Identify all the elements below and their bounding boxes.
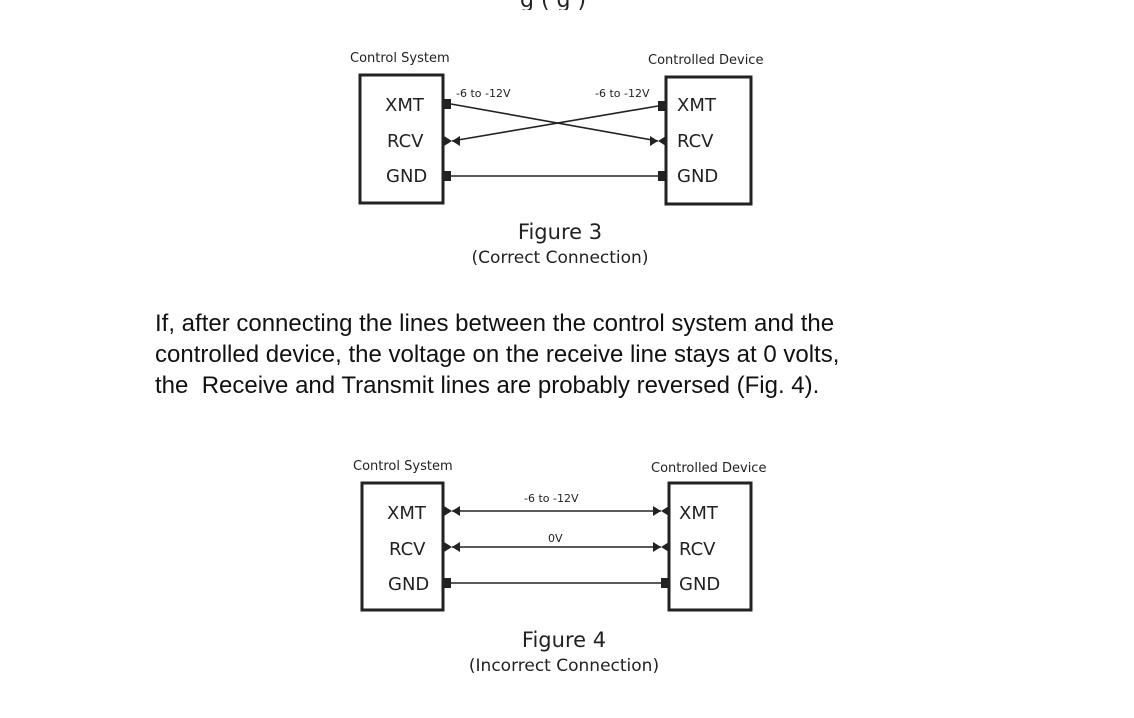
paragraph-line: If, after connecting the lines between t…: [155, 310, 835, 337]
fig3-left-pin-xmt: XMT: [385, 95, 425, 116]
fig4-left-pin-rcv: RCV: [389, 539, 426, 560]
fig3-caption: Figure 3 (Correct Connection): [440, 218, 680, 270]
fig3-right-gnd-terminal: [658, 171, 666, 181]
fig3-caption-title: Figure 3: [517, 220, 603, 244]
fig3-left-title: Control System: [350, 51, 450, 66]
paragraph-line: the Receive and Transmit lines are proba…: [155, 372, 820, 399]
fig3-left-gnd-terminal: [444, 171, 451, 181]
figure-3: Control System Controlled Device XMT RCV…: [0, 0, 1134, 290]
fig4-left-xmt-terminal: [444, 506, 452, 516]
fig4-caption-subtitle: (Incorrect Connection): [468, 656, 660, 676]
fig3-left-pin-gnd: GND: [386, 166, 427, 187]
figure-3-diagram: Control System Controlled Device XMT RCV…: [350, 51, 763, 206]
fig4-right-title: Controlled Device: [651, 461, 766, 476]
fig4-left-title: Control System: [353, 459, 453, 474]
cut-off-heading: g ( g ): [520, 0, 720, 10]
fig4-top-voltage-label: -6 to -12V: [524, 492, 579, 505]
fig4-right-pin-xmt: XMT: [679, 503, 719, 524]
fig4-control-system-box: [360, 481, 445, 612]
fig3-xmt-to-rcv-line: [450, 103, 659, 142]
fig3-left-voltage-label: -6 to -12V: [456, 87, 511, 100]
fig4-right-pin-rcv: RCV: [679, 539, 716, 560]
fig4-caption: Figure 4 (Incorrect Connection): [440, 626, 688, 678]
fig4-right-gnd-terminal: [661, 578, 669, 588]
fig4-left-rcv-terminal: [444, 542, 452, 552]
fig4-left-pin-xmt: XMT: [387, 503, 427, 524]
fig4-left-gnd-terminal: [444, 578, 451, 588]
fig3-right-pin-xmt: XMT: [677, 95, 717, 116]
fig3-rcv-to-xmt-line: [451, 105, 659, 142]
paragraph-line: controlled device, the voltage on the re…: [155, 341, 840, 368]
figure-4: Control System Controlled Device XMT RCV…: [0, 440, 1134, 718]
fig3-caption-subtitle: (Correct Connection): [471, 248, 649, 268]
figure-4-diagram: Control System Controlled Device XMT RCV…: [353, 459, 766, 612]
fig3-left-rcv-terminal: [444, 136, 452, 146]
fig3-right-pin-rcv: RCV: [677, 131, 714, 152]
fig4-caption-title: Figure 4: [521, 628, 607, 652]
fig4-right-pin-gnd: GND: [679, 574, 720, 595]
cut-off-heading-text: g ( g ): [520, 0, 586, 10]
fig4-mid-voltage-label: 0V: [548, 532, 563, 545]
fig3-right-voltage-label: -6 to -12V: [595, 87, 650, 100]
fig4-left-pin-gnd: GND: [388, 574, 429, 595]
fig3-left-pin-rcv: RCV: [387, 131, 424, 152]
fig3-right-pin-gnd: GND: [677, 166, 718, 187]
fig3-control-system-box: [358, 73, 445, 205]
fig3-left-xmt-terminal: [444, 99, 451, 109]
fig3-right-title: Controlled Device: [648, 53, 763, 68]
fig3-right-xmt-terminal: [658, 101, 666, 111]
explanation-paragraph: If, after connecting the lines between t…: [155, 308, 955, 401]
